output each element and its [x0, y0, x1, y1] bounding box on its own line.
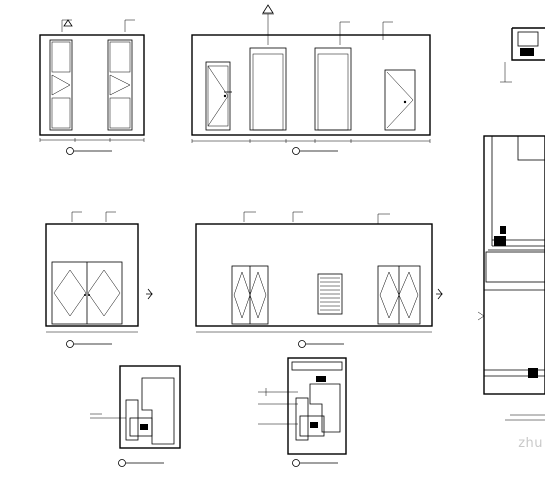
elevation-4: [195, 211, 443, 348]
section-right: [477, 135, 545, 421]
elevation-2: [191, 4, 431, 155]
elevation-1: [39, 19, 145, 155]
section-top-right: [500, 27, 545, 83]
detail-1: [90, 365, 181, 467]
detail-2: [258, 357, 347, 467]
watermark-text: zhu: [518, 436, 543, 451]
elevation-3: [45, 211, 153, 348]
